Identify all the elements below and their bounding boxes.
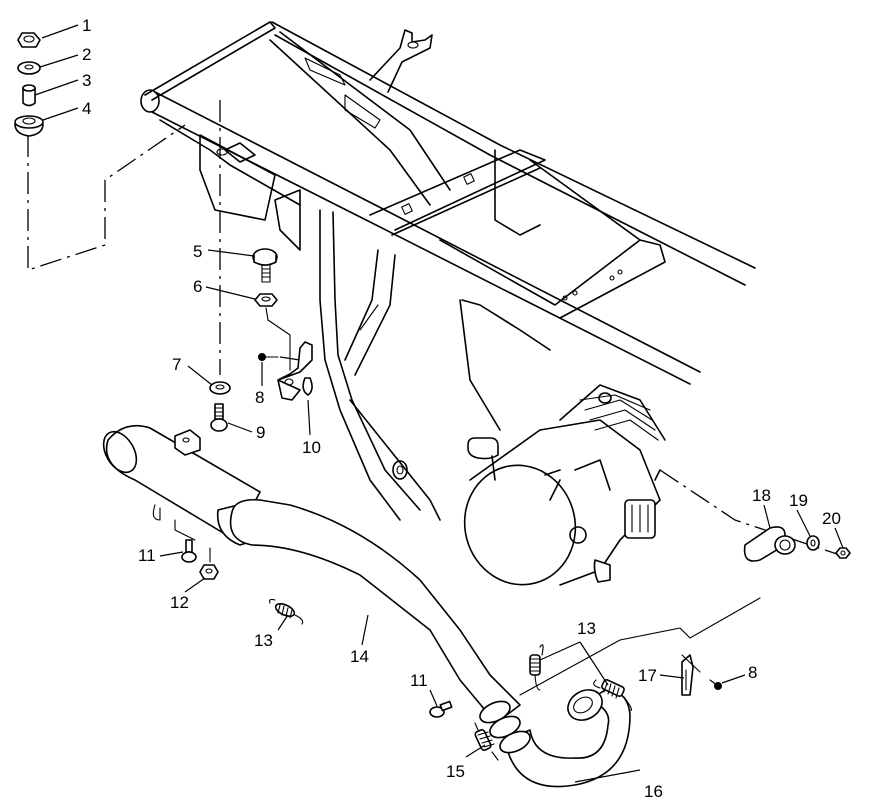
callout-2[interactable]: 2 (82, 45, 91, 64)
callout-11-lower[interactable]: 11 (410, 671, 428, 690)
part-11-bolt-lower[interactable] (429, 700, 453, 718)
part-19-gasket[interactable] (806, 535, 820, 551)
callout-8-upper[interactable]: 8 (255, 388, 264, 407)
part-6-nut[interactable] (254, 293, 278, 307)
callout-9[interactable]: 9 (256, 423, 265, 442)
callout-8-lower[interactable]: 8 (748, 663, 757, 682)
part-16-head-pipe[interactable] (504, 684, 631, 788)
part-2-washer[interactable] (17, 61, 41, 75)
callout-13-left[interactable]: 13 (254, 631, 273, 650)
callout-17[interactable]: 17 (638, 666, 657, 685)
assembly-lines (27, 100, 841, 696)
part-13-spring-left[interactable] (269, 598, 304, 625)
callout-16[interactable]: 16 (644, 782, 663, 801)
part-13-spring-mid[interactable] (529, 644, 544, 691)
callout-20[interactable]: 20 (822, 509, 841, 528)
part-8-screw-upper[interactable] (258, 353, 301, 361)
callout-3[interactable]: 3 (82, 71, 91, 90)
assembly-line-6-10 (265, 307, 291, 371)
part-12-nut[interactable] (199, 547, 219, 580)
part-15-spring[interactable] (474, 722, 499, 761)
callout-19[interactable]: 19 (789, 491, 808, 510)
part-7-washer[interactable] (209, 381, 231, 395)
callout-12[interactable]: 12 (170, 593, 189, 612)
engine (463, 384, 666, 586)
part-18-flange[interactable] (743, 526, 796, 562)
part-10-bracket[interactable] (277, 341, 313, 401)
part-4-grommet[interactable] (14, 115, 44, 137)
callout-15[interactable]: 15 (446, 762, 465, 781)
callout-leaders (34, 24, 844, 783)
callout-1[interactable]: 1 (82, 16, 91, 35)
part-20-nut[interactable] (835, 547, 851, 559)
callout-labels: 1 2 3 4 5 6 7 8 9 10 11 12 13 14 11 13 1… (82, 16, 841, 801)
part-14-muffler[interactable] (97, 424, 521, 721)
callout-10[interactable]: 10 (302, 438, 321, 457)
part-5-bolt[interactable] (252, 248, 278, 283)
callout-13-right[interactable]: 13 (577, 619, 596, 638)
callout-14[interactable]: 14 (350, 647, 369, 666)
part-11-bolt-upper[interactable] (181, 539, 197, 563)
callout-4[interactable]: 4 (82, 99, 91, 118)
callout-18[interactable]: 18 (752, 486, 771, 505)
callout-6[interactable]: 6 (193, 277, 202, 296)
part-9-bolt[interactable] (210, 403, 228, 432)
part-1-nut[interactable] (17, 32, 41, 48)
vehicle-frame (140, 21, 756, 521)
callout-11-upper[interactable]: 11 (138, 546, 156, 565)
pipe-coupling (479, 700, 531, 754)
part-3-sleeve[interactable] (22, 84, 36, 107)
callout-5[interactable]: 5 (193, 242, 202, 261)
callout-7[interactable]: 7 (172, 355, 181, 374)
part-8-screw-lower[interactable] (709, 679, 722, 690)
part-17-clip[interactable] (681, 654, 701, 696)
